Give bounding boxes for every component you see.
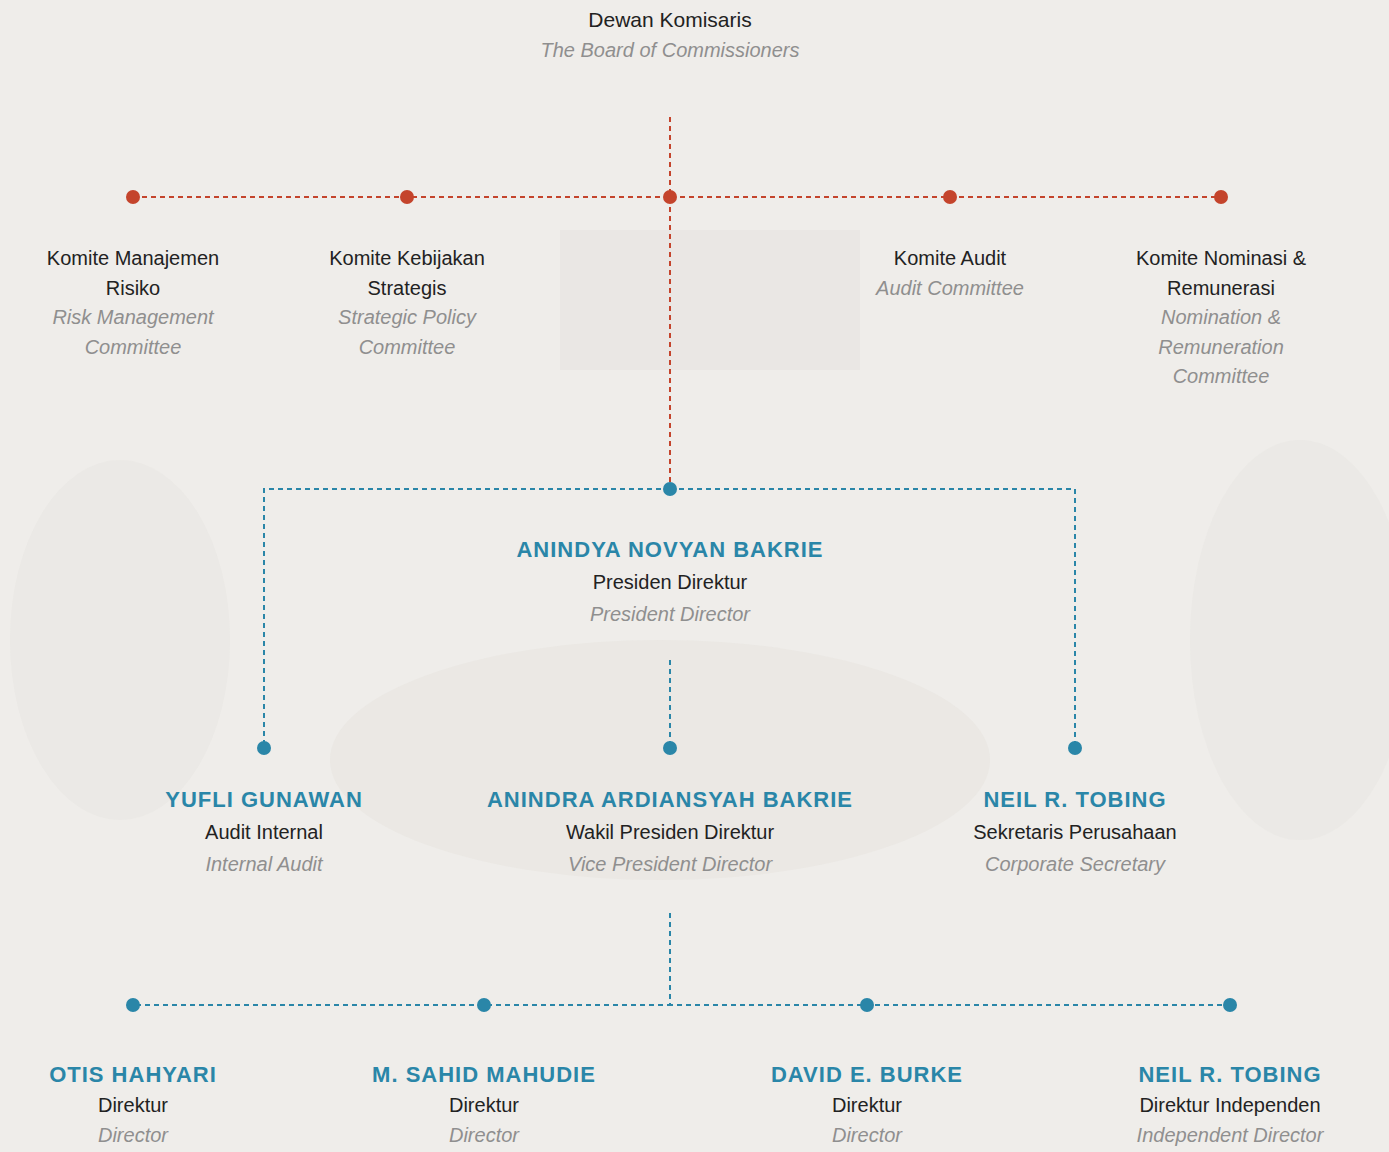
- org-connector: [484, 913, 670, 1005]
- role-translation: Director: [732, 1120, 1002, 1150]
- org-connector: [133, 913, 670, 1005]
- role-translation: Director: [13, 1120, 253, 1150]
- unit-name: Komite Kebijakan Strategis: [307, 244, 507, 303]
- committee-entry: Komite Nominasi & RemunerasiNomination &…: [1111, 197, 1331, 396]
- role-title: Direktur: [13, 1090, 253, 1120]
- junction-dot: [1223, 998, 1237, 1012]
- person-name: NEIL R. TOBING: [1110, 1060, 1350, 1090]
- person-entry: M. SAHID MAHUDIEDirekturDirector: [334, 1005, 634, 1150]
- unit-name: Komite Manajemen Risiko: [23, 244, 243, 303]
- person-name: DAVID E. BURKE: [732, 1060, 1002, 1090]
- photo-table: [330, 640, 990, 880]
- role-title: Direktur Independen: [1110, 1090, 1350, 1120]
- org-connector: [670, 913, 1230, 1005]
- org-connector: [669, 117, 671, 489]
- unit-name: Komite Nominasi & Remunerasi: [1111, 244, 1331, 303]
- junction-dot: [943, 190, 957, 204]
- junction-dot: [860, 998, 874, 1012]
- role-title: Audit Internal: [134, 816, 394, 848]
- unit-translation: Audit Committee: [850, 274, 1050, 304]
- committee-entry: Komite Manajemen RisikoRisk Management C…: [23, 197, 243, 366]
- role-title: Presiden Direktur: [460, 566, 880, 598]
- role-translation: Independent Director: [1110, 1120, 1350, 1150]
- unit-translation: Risk Management Committee: [23, 303, 243, 362]
- person-entry: NEIL R. TOBINGDirektur IndependenIndepen…: [1110, 1005, 1350, 1150]
- person-entry: NEIL R. TOBINGSekretaris PerusahaanCorpo…: [935, 748, 1215, 913]
- junction-dot: [663, 190, 677, 204]
- org-connector: [133, 117, 670, 197]
- unit-translation: Strategic Policy Committee: [307, 303, 507, 362]
- junction-dot: [663, 741, 677, 755]
- committee-entry: Komite AuditAudit Committee: [850, 197, 1050, 307]
- unit-name: Dewan Komisaris: [460, 4, 880, 35]
- person-name: YUFLI GUNAWAN: [134, 784, 394, 816]
- role-title: Wakil Presiden Direktur: [460, 816, 880, 848]
- org-connector: [670, 913, 867, 1005]
- role-translation: President Director: [460, 598, 880, 630]
- junction-dot: [663, 482, 677, 496]
- org-connector: [670, 117, 950, 197]
- role-title: Sekretaris Perusahaan: [935, 816, 1215, 848]
- junction-dot: [1214, 190, 1228, 204]
- board-entry: Dewan KomisarisThe Board of Commissioner…: [460, 4, 880, 117]
- photo-figure: [10, 460, 230, 820]
- photo-screen: [560, 230, 860, 370]
- unit-name: Komite Audit: [850, 244, 1050, 274]
- unit-translation: The Board of Commissioners: [460, 35, 880, 66]
- role-translation: Internal Audit: [134, 848, 394, 880]
- person-name: M. SAHID MAHUDIE: [334, 1060, 634, 1090]
- role-title: Direktur: [334, 1090, 634, 1120]
- person-name: OTIS HAHYARI: [13, 1060, 253, 1090]
- person-name: ANINDRA ARDIANSYAH BAKRIE: [460, 784, 880, 816]
- role-translation: Director: [334, 1120, 634, 1150]
- org-connector: [407, 117, 670, 197]
- person-entry: ANINDYA NOVYAN BAKRIEPresiden DirekturPr…: [460, 489, 880, 660]
- person-entry: DAVID E. BURKEDirekturDirector: [732, 1005, 1002, 1150]
- org-connector: [669, 660, 671, 748]
- junction-dot: [400, 190, 414, 204]
- junction-dot: [1068, 741, 1082, 755]
- photo-figure: [1190, 440, 1389, 840]
- person-name: ANINDYA NOVYAN BAKRIE: [460, 534, 880, 566]
- person-entry: YUFLI GUNAWANAudit InternalInternal Audi…: [134, 748, 394, 913]
- junction-dot: [126, 190, 140, 204]
- junction-dot: [477, 998, 491, 1012]
- role-translation: Corporate Secretary: [935, 848, 1215, 880]
- person-entry: OTIS HAHYARIDirekturDirector: [13, 1005, 253, 1150]
- person-name: NEIL R. TOBING: [935, 784, 1215, 816]
- junction-dot: [126, 998, 140, 1012]
- role-translation: Vice President Director: [460, 848, 880, 880]
- unit-translation: Nomination & Remuneration Committee: [1111, 303, 1331, 392]
- person-entry: ANINDRA ARDIANSYAH BAKRIEWakil Presiden …: [460, 748, 880, 913]
- committee-entry: Komite Kebijakan StrategisStrategic Poli…: [307, 197, 507, 366]
- junction-dot: [257, 741, 271, 755]
- role-title: Direktur: [732, 1090, 1002, 1120]
- org-connector: [670, 117, 1221, 197]
